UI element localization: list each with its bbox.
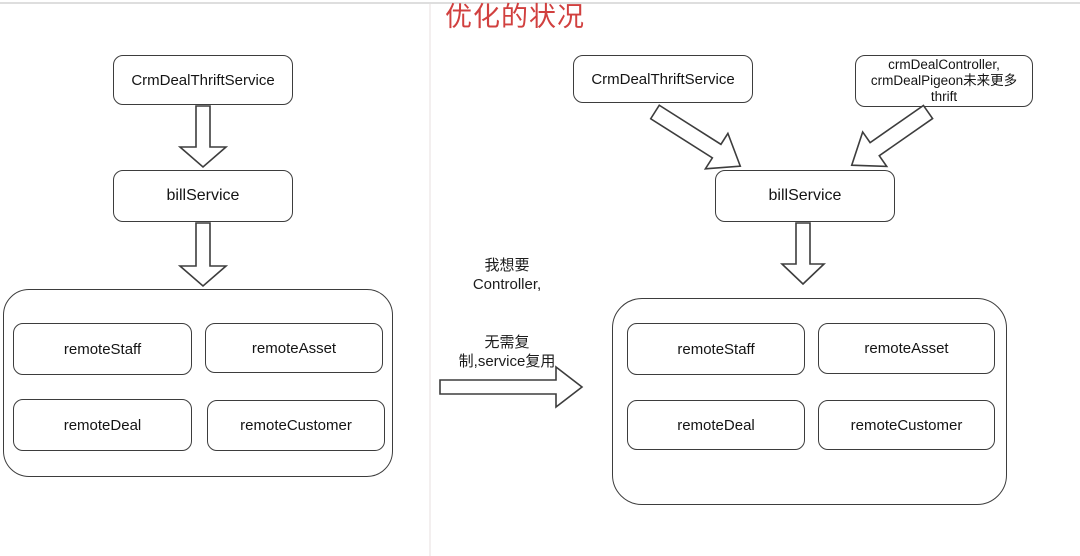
note-reuse-line2: 制,service复用: [458, 353, 556, 370]
top-divider-line: [0, 2, 1080, 4]
left-node-remotedeal: remoteDeal: [13, 399, 192, 451]
note-want-line1: 我想要: [484, 257, 530, 274]
note-want-line2: Controller,: [472, 276, 542, 293]
right-node-crmdealthriftservice-label: CrmDealThriftService: [591, 70, 735, 88]
right-node-crmdealthriftservice: CrmDealThriftService: [573, 55, 753, 103]
right-node-remotecustomer-label: remoteCustomer: [850, 416, 963, 434]
right-node-remotestaff-label: remoteStaff: [677, 340, 755, 358]
right-node-billservice: billService: [715, 170, 895, 222]
controller-line3: thrift: [930, 89, 958, 104]
down-arrow-icon: [177, 222, 229, 288]
left-node-remotedeal-label: remoteDeal: [63, 416, 142, 434]
right-node-remotestaff: remoteStaff: [627, 323, 805, 375]
controller-line2: crmDealPigeon未来更多: [870, 73, 1018, 88]
left-node-remotecustomer-label: remoteCustomer: [240, 417, 352, 434]
left-node-remotecustomer: remoteCustomer: [207, 400, 385, 451]
left-node-remotestaff-label: remoteStaff: [63, 340, 142, 358]
note-reuse-line1: 无需复: [484, 334, 530, 351]
right-node-remotecustomer: remoteCustomer: [818, 400, 995, 450]
left-node-billservice: billService: [113, 170, 293, 222]
note-service-reuse: 无需复 制,service复用: [422, 333, 592, 371]
panel-divider-line: [429, 4, 431, 556]
controller-line1: crmDealController,: [888, 57, 1000, 72]
left-node-billservice-label: billService: [166, 187, 240, 204]
left-node-crmdealthriftservice: CrmDealThriftService: [113, 55, 293, 105]
right-node-remotedeal-label: remoteDeal: [677, 416, 755, 434]
right-node-remoteasset: remoteAsset: [818, 323, 995, 374]
left-node-remoteasset: remoteAsset: [205, 323, 383, 373]
left-node-crmdealthriftservice-label: CrmDealThriftService: [131, 71, 275, 89]
diagram-title: 优化的状况: [445, 2, 585, 32]
down-arrow-icon: [177, 105, 229, 169]
left-node-remoteasset-label: remoteAsset: [251, 339, 337, 357]
right-arrow-icon: [439, 365, 584, 409]
left-node-remotestaff: remoteStaff: [13, 323, 192, 375]
down-arrow-icon: [780, 222, 826, 286]
right-node-crmdealcontroller: crmDealController, crmDealPigeon未来更多 thr…: [855, 55, 1033, 107]
right-node-remoteasset-label: remoteAsset: [864, 340, 949, 357]
right-node-billservice-label: billService: [768, 187, 842, 204]
note-want-controller: 我想要 Controller,: [422, 256, 592, 294]
right-node-remotedeal: remoteDeal: [627, 400, 805, 450]
